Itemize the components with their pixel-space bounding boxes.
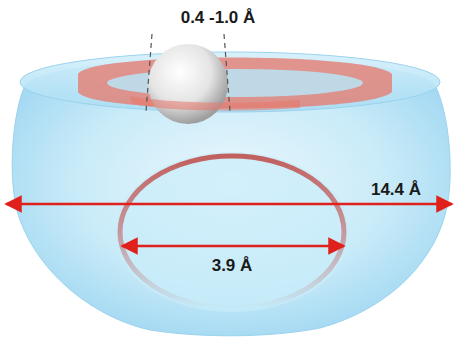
cavity (114, 152, 350, 312)
band-front (130, 96, 300, 111)
dimension-label: 0.4 -1.0 Å (179, 8, 258, 29)
guest-sphere (148, 44, 228, 124)
top-rim (20, 52, 440, 112)
dimension-label: 3.9 Å (210, 256, 255, 277)
dashed-guide (224, 34, 230, 112)
top-band (78, 58, 392, 109)
dimension-arrow (6, 203, 452, 206)
top-opening (107, 69, 363, 97)
dimension-arrow (122, 245, 344, 248)
dashed-guide (146, 34, 152, 112)
dimension-label: 14.4 Å (369, 180, 423, 201)
inner-ring (120, 156, 344, 308)
